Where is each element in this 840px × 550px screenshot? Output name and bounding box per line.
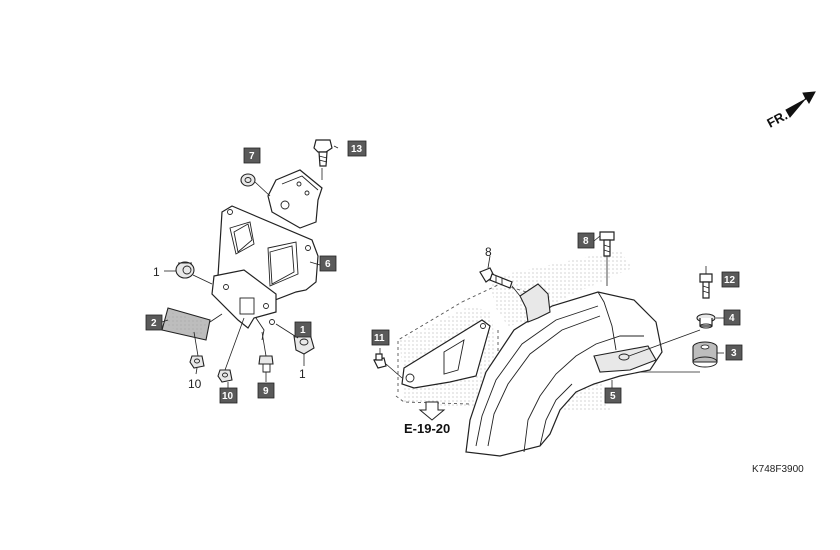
reference-page-link[interactable]: E-19-20: [404, 421, 450, 436]
rear-reflector: [161, 307, 211, 341]
frame-shading: [488, 250, 632, 326]
svg-text:8: 8: [485, 245, 492, 259]
svg-text:5: 5: [610, 391, 616, 402]
callout-three[interactable]: 3: [725, 344, 743, 361]
callout-nine[interactable]: 9: [257, 382, 275, 399]
svg-text:1: 1: [299, 367, 306, 381]
rear-fender-body: [465, 291, 663, 457]
svg-text:10: 10: [188, 377, 202, 391]
svg-text:1: 1: [153, 265, 160, 279]
diagram-code: K748F3900: [752, 464, 804, 475]
nut-ten-bottom: [217, 369, 233, 383]
svg-text:12: 12: [724, 275, 736, 286]
callout-five[interactable]: 5: [604, 387, 622, 404]
bolt-eight: [479, 267, 513, 289]
svg-text:4: 4: [729, 313, 735, 324]
fender-stay-piece: [519, 283, 551, 323]
svg-text:9: 9: [263, 386, 269, 397]
callout-twelve[interactable]: 12: [721, 271, 740, 288]
front-direction-indicator: FR.: [764, 91, 816, 131]
callout-ten-box[interactable]: 10: [219, 387, 238, 404]
callout-four[interactable]: 4: [723, 309, 741, 326]
callout-one-plain-right[interactable]: 1: [299, 367, 306, 381]
bolt-eight-top: [599, 231, 615, 257]
rear-fender-assembly: [373, 231, 724, 457]
callout-two[interactable]: 2: [145, 314, 163, 331]
svg-text:1: 1: [300, 325, 306, 336]
callout-ten-plain[interactable]: 10: [188, 377, 202, 391]
screw-nine: [258, 355, 274, 373]
reference-arrow-icon: [418, 401, 446, 421]
callout-eight-box[interactable]: 8: [577, 232, 595, 249]
callout-one-box[interactable]: 1: [294, 321, 312, 338]
callout-six[interactable]: 6: [319, 255, 337, 272]
license-bracket-assembly: [161, 139, 339, 388]
nut-seven: [240, 173, 256, 187]
collar-four: [696, 313, 716, 329]
svg-text:11: 11: [374, 333, 385, 344]
callout-seven[interactable]: 7: [243, 147, 261, 164]
callout-eleven[interactable]: 11: [371, 329, 390, 346]
svg-text:2: 2: [151, 318, 157, 329]
svg-text:10: 10: [222, 391, 234, 402]
svg-text:7: 7: [249, 151, 255, 162]
svg-text:3: 3: [731, 348, 737, 359]
svg-text:6: 6: [325, 259, 331, 270]
callout-thirteen[interactable]: 13: [347, 140, 367, 157]
upper-mounting-stay: [267, 169, 323, 229]
svg-text:13: 13: [351, 144, 363, 155]
bolt-eleven: [373, 353, 387, 369]
svg-text:8: 8: [583, 236, 589, 247]
rubber-cushion-three: [692, 341, 718, 368]
rubber-grommet-left: [175, 261, 195, 279]
bolt-twelve: [699, 273, 713, 299]
callout-one-plain-left[interactable]: 1: [153, 265, 160, 279]
front-arrow-icon: [785, 91, 816, 118]
lower-reflector-stay: [211, 269, 277, 329]
bracket-slot-right: [269, 245, 295, 285]
bolt-thirteen: [313, 139, 333, 167]
fender-side-bracket: [401, 319, 491, 389]
bracket-slot-left: [233, 223, 253, 253]
nut-ten-lower: [189, 355, 205, 369]
callout-eight-plain[interactable]: 8: [485, 245, 492, 259]
